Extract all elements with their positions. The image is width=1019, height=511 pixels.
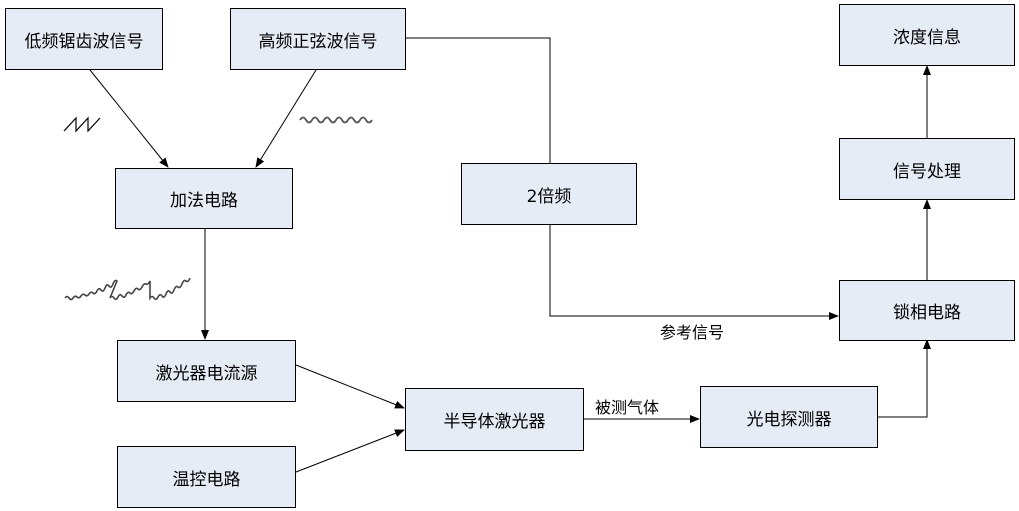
- frequency-doubler-node: 2倍频: [461, 163, 637, 225]
- arrow-sawtooth-to-adder: [89, 69, 169, 168]
- sine-waveform-icon: [299, 116, 373, 124]
- lockin-circuit-node: 锁相电路: [839, 280, 1015, 341]
- measured-gas-label: 被测气体: [595, 398, 660, 417]
- laser-current-source-node: 激光器电流源: [117, 340, 296, 402]
- arrow-doubler-to-lockin: [549, 225, 839, 320]
- arrow-temp-control-to-laser: [295, 429, 405, 473]
- signal-processing-node: 信号处理: [839, 138, 1015, 200]
- modulated-waveform-icon: [64, 277, 191, 301]
- semiconductor-laser-node: 半导体激光器: [405, 388, 584, 451]
- arrow-sine-to-adder: [255, 69, 317, 168]
- sine-signal-node: 高频正弦波信号: [230, 8, 406, 70]
- reference-signal-label: 参考信号: [660, 323, 725, 342]
- arrow-laser-driver-to-laser: [295, 364, 405, 409]
- sawtooth-signal-node: 低频锯齿波信号: [5, 8, 163, 70]
- concentration-info-node: 浓度信息: [839, 4, 1015, 66]
- arrow-detector-to-lockin: [878, 339, 931, 418]
- sawtooth-waveform-icon: [63, 116, 101, 133]
- photodetector-node: 光电探测器: [700, 386, 878, 448]
- adder-circuit-node: 加法电路: [115, 168, 293, 229]
- line-sine-to-doubler: [406, 37, 551, 163]
- temperature-control-node: 温控电路: [117, 446, 296, 508]
